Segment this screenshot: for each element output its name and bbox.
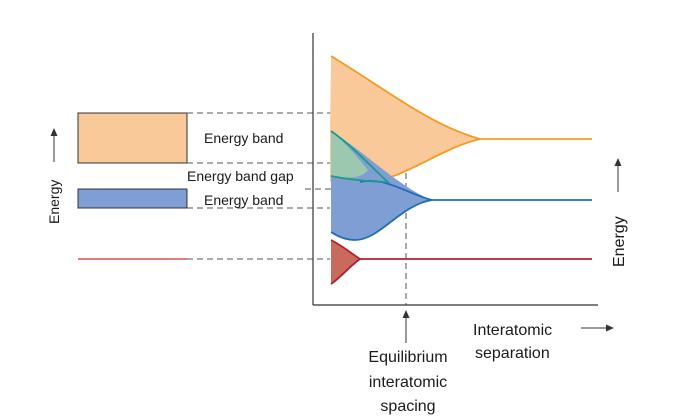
equilibrium-label-line-1: Equilibrium xyxy=(368,349,447,366)
lower-band-box xyxy=(77,188,188,209)
separation-label-line-1: Interatomic xyxy=(473,322,552,339)
band-gap-label: Energy band gap xyxy=(187,168,294,184)
core-level-fill xyxy=(331,240,360,284)
overlap-curve xyxy=(330,130,391,183)
upper-band-top-curve xyxy=(330,55,592,140)
lower-band-label: Energy band xyxy=(204,192,283,208)
energy-right-arrowhead xyxy=(614,158,622,166)
separation-label-line-2: separation xyxy=(475,345,550,362)
energy-left-axis-label: Energy xyxy=(46,128,62,224)
energy-right-label: Energy xyxy=(611,216,628,267)
equilibrium-label-line-3: spacing xyxy=(380,398,435,415)
equilibrium-arrowhead xyxy=(402,310,410,318)
lower-band-bottom-curve xyxy=(330,199,433,241)
energy-left-arrowhead xyxy=(50,128,58,136)
energy-right-axis-label: Energy xyxy=(611,158,628,267)
upper-band-box xyxy=(77,112,188,164)
energy-left-label: Energy xyxy=(46,180,62,224)
equilibrium-label-line-2: interatomic xyxy=(369,374,447,391)
upper-band-label: Energy band xyxy=(204,130,283,146)
core-level-curve xyxy=(330,239,592,285)
separation-arrowhead xyxy=(606,324,614,332)
overlap-fill xyxy=(331,131,368,178)
upper-band-fill xyxy=(330,56,480,182)
